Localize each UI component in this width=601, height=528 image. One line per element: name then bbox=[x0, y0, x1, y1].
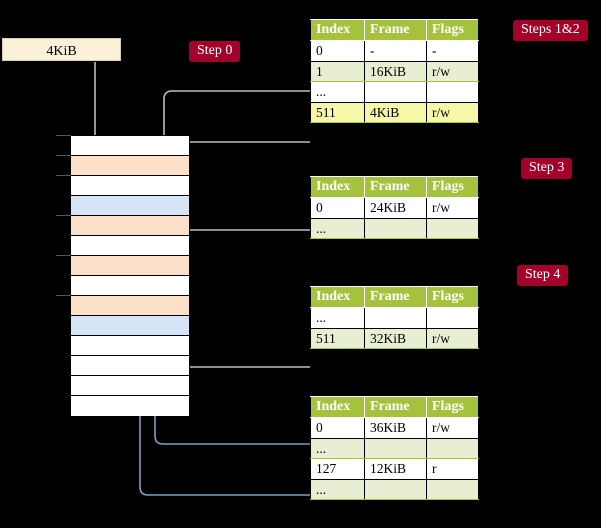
table-cell-frame bbox=[364, 478, 427, 500]
table-cell-flags: r bbox=[426, 458, 479, 480]
column-header-index: Index bbox=[310, 176, 365, 198]
memory-frame-row bbox=[71, 256, 189, 276]
virtual-address-label: 4KiB bbox=[46, 44, 77, 59]
table-cell-index: 0 bbox=[310, 40, 365, 62]
memory-frame-row bbox=[71, 296, 189, 316]
step-label-steps-1-2: Steps 1&2 bbox=[513, 20, 588, 41]
table-cell-flags bbox=[426, 307, 479, 329]
table-cell-flags: r/w bbox=[426, 101, 479, 123]
step-label-step-3: Step 3 bbox=[521, 158, 573, 179]
table-cell-index: 0 bbox=[310, 197, 365, 219]
memory-frame-row bbox=[71, 196, 189, 216]
table-cell-flags: r/w bbox=[426, 417, 479, 439]
column-header-index: Index bbox=[310, 19, 365, 41]
table-cell-frame bbox=[364, 217, 427, 239]
table-cell-index: 127 bbox=[310, 458, 365, 480]
table-cell-index: ... bbox=[310, 437, 365, 459]
column-header-index: Index bbox=[310, 286, 365, 308]
step-3-text: Step 3 bbox=[529, 160, 565, 175]
memory-tick bbox=[56, 155, 71, 156]
step-label-step-4: Step 4 bbox=[517, 265, 569, 286]
column-header-flags: Flags bbox=[426, 176, 479, 198]
table-row: ... bbox=[310, 307, 479, 329]
memory-frame-row bbox=[71, 136, 189, 156]
column-header-frame: Frame bbox=[364, 176, 427, 198]
memory-frame-row bbox=[71, 176, 189, 196]
table-cell-frame: 32KiB bbox=[364, 327, 427, 349]
column-header-flags: Flags bbox=[426, 19, 479, 41]
column-header-flags: Flags bbox=[426, 396, 479, 418]
table-cell-flags bbox=[426, 217, 479, 239]
step-4-text: Step 4 bbox=[525, 267, 561, 282]
step-0-text: Step 0 bbox=[197, 43, 233, 58]
table-cell-index: ... bbox=[310, 307, 365, 329]
column-header-frame: Frame bbox=[364, 396, 427, 418]
table-cell-frame: 24KiB bbox=[364, 197, 427, 219]
table-cell-index: ... bbox=[310, 478, 365, 500]
column-header-frame: Frame bbox=[364, 19, 427, 41]
table-row: ... bbox=[310, 81, 479, 103]
memory-frame-row bbox=[71, 156, 189, 176]
table-cell-frame: 36KiB bbox=[364, 417, 427, 439]
physical-memory-column bbox=[70, 135, 190, 416]
table-cell-index: ... bbox=[310, 217, 365, 239]
column-header-index: Index bbox=[310, 396, 365, 418]
table-cell-flags bbox=[426, 437, 479, 459]
memory-tick bbox=[56, 215, 71, 216]
virtual-address-box: 4KiB bbox=[2, 38, 121, 61]
table-row: 0-- bbox=[310, 40, 479, 62]
table-row: ... bbox=[310, 478, 479, 500]
table-cell-frame: 12KiB bbox=[364, 458, 427, 480]
steps-1-2-text: Steps 1&2 bbox=[521, 22, 580, 37]
memory-tick bbox=[56, 295, 71, 296]
table-cell-flags bbox=[426, 81, 479, 103]
memory-frame-row bbox=[71, 276, 189, 296]
table-cell-frame bbox=[364, 81, 427, 103]
table-cell-frame bbox=[364, 437, 427, 459]
table-cell-flags bbox=[426, 478, 479, 500]
memory-frame-row bbox=[71, 396, 189, 416]
table-cell-frame: 4KiB bbox=[364, 101, 427, 123]
table-cell-index: 511 bbox=[310, 101, 365, 123]
table-cell-flags: r/w bbox=[426, 60, 479, 82]
column-header-flags: Flags bbox=[426, 286, 479, 308]
table-cell-index: 0 bbox=[310, 417, 365, 439]
table-cell-flags: r/w bbox=[426, 197, 479, 219]
memory-tick bbox=[56, 135, 71, 136]
memory-frame-row bbox=[71, 316, 189, 336]
table-row: ... bbox=[310, 217, 479, 239]
table-cell-flags: - bbox=[426, 40, 479, 62]
memory-tick bbox=[56, 255, 71, 256]
memory-tick bbox=[56, 175, 71, 176]
table-cell-index: 1 bbox=[310, 60, 365, 82]
memory-frame-row bbox=[71, 216, 189, 236]
memory-frame-row bbox=[71, 356, 189, 376]
memory-frame-row bbox=[71, 236, 189, 256]
table-cell-flags: r/w bbox=[426, 327, 479, 349]
table-cell-frame: - bbox=[364, 40, 427, 62]
table-row: ... bbox=[310, 437, 479, 459]
table-cell-index: 511 bbox=[310, 327, 365, 349]
memory-frame-row bbox=[71, 376, 189, 396]
step-label-step-0: Step 0 bbox=[189, 41, 241, 62]
column-header-frame: Frame bbox=[364, 286, 427, 308]
table-cell-index: ... bbox=[310, 81, 365, 103]
memory-frame-row bbox=[71, 336, 189, 356]
table-cell-frame: 16KiB bbox=[364, 60, 427, 82]
table-cell-frame bbox=[364, 307, 427, 329]
